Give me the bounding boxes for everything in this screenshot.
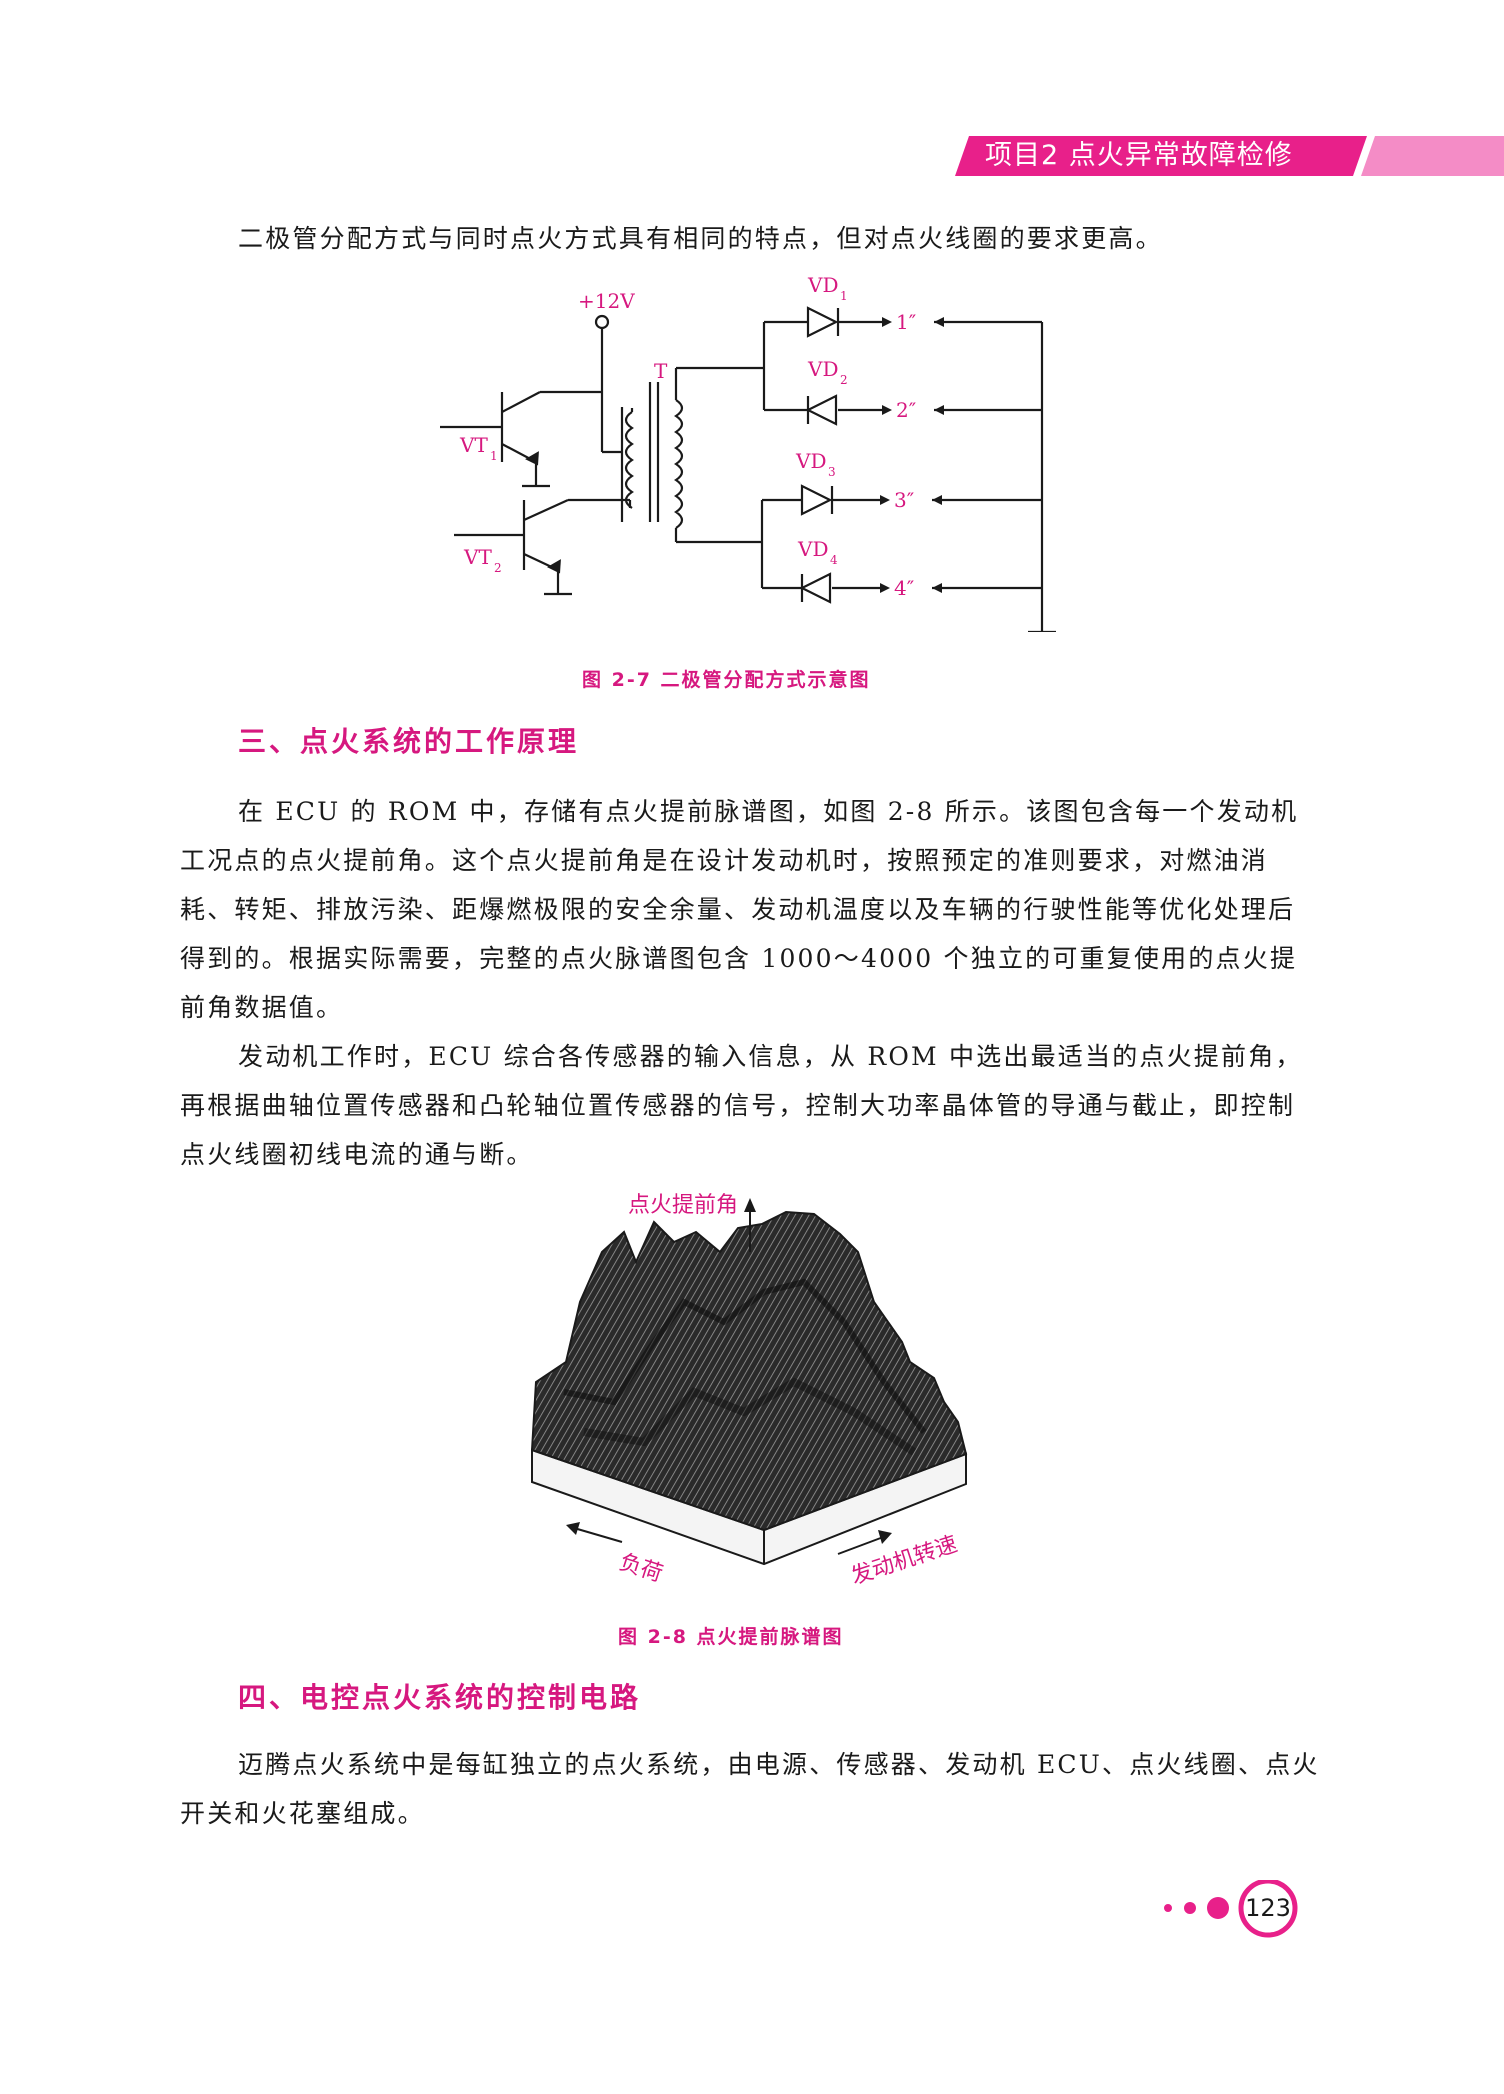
label-vt2: VT [463, 545, 492, 569]
intro-paragraph: 二极管分配方式与同时点火方式具有相同的特点，但对点火线圈的要求更高。 [180, 214, 1320, 263]
page-number-decoration [1164, 1880, 1298, 1938]
label-out4: 4″ [894, 576, 914, 600]
figure-diode-circuit: +12V T VT 1 VT 2 VD 1 VD 2 VD 3 VD 4 1″ … [440, 273, 1056, 632]
label-vd4-sub: 4 [830, 553, 838, 567]
section4-para1-text: 迈腾点火系统中是每缸独立的点火系统，由电源、传感器、发动机 ECU、点火线圈、点… [180, 1750, 1320, 1828]
section3-title: 三、点火系统的工作原理 [238, 725, 580, 758]
section3-paragraph-1: 在 ECU 的 ROM 中，存储有点火提前脉谱图，如图 2-8 所示。该图包含每… [180, 787, 1320, 1032]
label-out2: 2″ [896, 398, 916, 422]
section3-paragraph-2: 发动机工作时，ECU 综合各传感器的输入信息，从 ROM 中选出最适当的点火提前… [180, 1032, 1320, 1179]
label-speed-axis: 发动机转速 [848, 1532, 960, 1590]
figure1-caption: 图 2-7 二极管分配方式示意图 [582, 669, 871, 691]
label-vd4: VD [797, 537, 828, 561]
label-vt1-sub: 1 [490, 449, 498, 463]
label-out1: 1″ [896, 310, 916, 334]
label-vd1-sub: 1 [840, 289, 848, 303]
figure2-caption: 图 2-8 点火提前脉谱图 [618, 1626, 844, 1648]
label-vt1: VT [459, 433, 488, 457]
header-band [955, 136, 1504, 176]
label-supply: +12V [578, 289, 635, 313]
label-z-axis: 点火提前角 [628, 1193, 738, 1218]
label-vd3-sub: 3 [828, 465, 836, 479]
header-title: 项目2 点火异常故障检修 [985, 140, 1293, 171]
label-vt2-sub: 2 [494, 561, 502, 575]
section4-paragraph-1: 迈腾点火系统中是每缸独立的点火系统，由电源、传感器、发动机 ECU、点火线圈、点… [180, 1740, 1320, 1838]
section4-title: 四、电控点火系统的控制电路 [238, 1681, 642, 1714]
label-out3: 3″ [894, 488, 914, 512]
label-vd2: VD [807, 357, 838, 381]
label-transformer: T [654, 359, 668, 383]
header-band-shape [955, 136, 1504, 176]
section3-para1-text: 在 ECU 的 ROM 中，存储有点火提前脉谱图，如图 2-8 所示。该图包含每… [180, 797, 1299, 1022]
label-vd2-sub: 2 [840, 373, 848, 387]
page-number: 123 [1245, 1894, 1291, 1922]
section3-para2-text: 发动机工作时，ECU 综合各传感器的输入信息，从 ROM 中选出最适当的点火提前… [180, 1042, 1303, 1169]
label-vd1: VD [807, 273, 838, 297]
label-vd3: VD [795, 449, 826, 473]
intro-text: 二极管分配方式与同时点火方式具有相同的特点，但对点火线圈的要求更高。 [238, 224, 1163, 253]
label-load-axis: 负荷 [616, 1550, 666, 1587]
figure-ignition-map: 点火提前角 负荷 发动机转速 [530, 1193, 968, 1590]
